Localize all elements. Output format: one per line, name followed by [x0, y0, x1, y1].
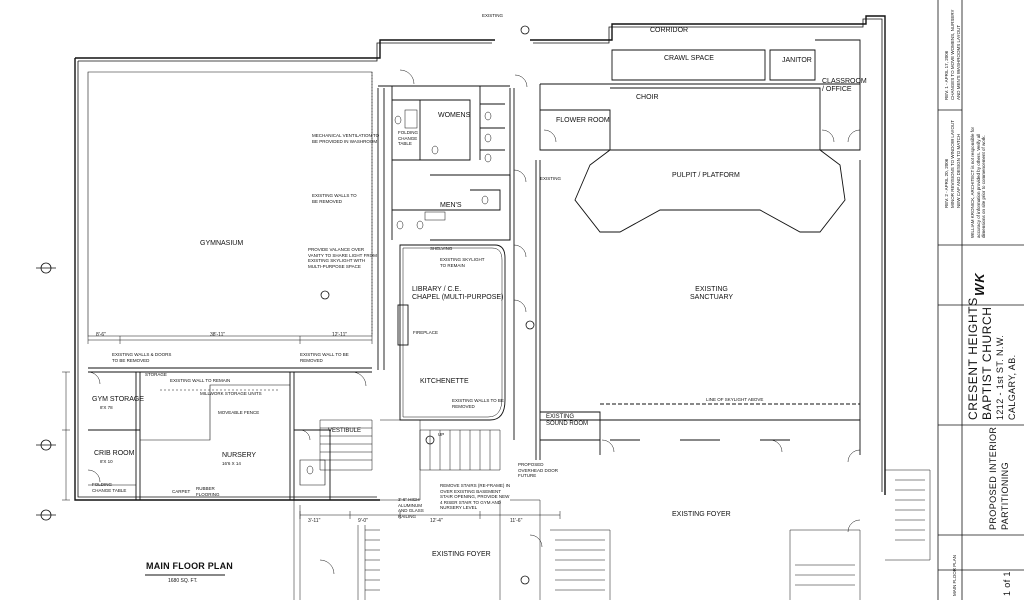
- note-mechanical: MECHANICAL VENTILATION TO BE PROVIDED IN…: [312, 133, 380, 144]
- room-crib-room-size: 8'X 10: [100, 459, 113, 464]
- note-millwork: MILLWORK STORAGE UNITS: [200, 391, 262, 396]
- dimension-4: 3'-11": [308, 518, 321, 524]
- room-gym-storage-size: 8'X 78: [100, 405, 113, 410]
- note-walls-removed: EXISTING WALLS TO BE REMOVED: [312, 193, 357, 204]
- dimension-1: 8'-6": [96, 332, 106, 338]
- fixtures: [306, 109, 492, 475]
- room-womens: WOMENS: [438, 112, 471, 119]
- sheet-number: 1 of 1: [1002, 571, 1012, 596]
- note-skylight: EXISTING SKYLIGHT TO REMAIN: [440, 257, 485, 268]
- section-markers: [36, 25, 535, 585]
- note-up: UP: [438, 432, 445, 437]
- room-janitor: JANITOR: [782, 57, 812, 64]
- note-storage: STORAGE: [145, 372, 167, 377]
- room-nursery: NURSERY: [222, 452, 257, 459]
- room-gymnasium: GYMNASIUM: [200, 240, 244, 247]
- dimension-3: 12'-11": [332, 332, 348, 338]
- dimension-6: 12'-4": [430, 518, 443, 524]
- lower-rooms: [88, 367, 372, 500]
- room-kitchenette: KITCHENETTE: [420, 378, 469, 385]
- note-carpet: CARPET: [172, 489, 191, 494]
- drawing-title: MAIN FLOOR PLAN: [952, 554, 957, 596]
- sanctuary-walls: [535, 39, 861, 460]
- project-address-1: 1212 - 1st ST. N.W.: [995, 334, 1005, 420]
- note-rubber-flooring: RUBBER FLOORING: [196, 486, 220, 497]
- room-nursery-size: 16'6 X 14: [222, 461, 241, 466]
- room-pulpit-platform: PULPIT / PLATFORM: [672, 172, 740, 179]
- room-vestibule: VESTIBULE: [328, 428, 362, 434]
- note-walls-doors-removed: EXISTING WALLS & DOORS TO BE REMOVED: [112, 352, 172, 363]
- dimension-2: 38'-11": [210, 332, 226, 338]
- dimension-7: 11'-6": [510, 518, 523, 524]
- title-block: REV. 1 - APRIL 17, 2006 CHANGES TO MOVE …: [938, 0, 1024, 600]
- sheet-title-2: PARTITIONING: [1000, 462, 1010, 530]
- library-room: [397, 244, 506, 421]
- room-existing-sound-room: EXISTING SOUND ROOM: [546, 414, 588, 427]
- sheet-title-1: PROPOSED INTERIOR: [988, 426, 998, 530]
- revision-2-note: MINOR REVISIONS TO WINDOW LAYOUT NEW CAP…: [950, 119, 961, 208]
- stairs: [293, 419, 931, 600]
- room-corridor: CORRIDOR: [650, 27, 689, 34]
- note-skylight-line: LINE OF SKYLIGHT ABOVE: [706, 397, 764, 402]
- room-choir: CHOIR: [636, 94, 659, 101]
- room-flower-room: FLOWER ROOM: [556, 117, 610, 124]
- room-gym-storage: GYM STORAGE: [92, 396, 144, 403]
- revision-2: REV. 2 - APRIL 20, 2006: [944, 158, 949, 208]
- note-valance: PROVIDE VALANCE OVER VANITY TO SHARE LIG…: [308, 247, 377, 269]
- room-mens: MEN'S: [440, 202, 462, 209]
- note-folding-change-table: FOLDING CHANGE TABLE: [398, 130, 419, 146]
- label-fireplace: FIREPLACE: [413, 330, 439, 335]
- note-wall-remain: EXISTING WALL TO REMAIN: [170, 378, 231, 383]
- note-walls-removed-2: EXISTING WALLS TO BE REMOVED: [452, 398, 504, 409]
- door-swings: [87, 69, 861, 575]
- room-crawl-space: CRAWL SPACE: [664, 55, 714, 62]
- gym-area: [87, 71, 373, 337]
- note-wall-to-be-removed: EXISTING WALL TO BE REMOVED: [300, 352, 349, 363]
- project-name-1: CRESENT HEIGHTS: [966, 297, 980, 420]
- room-library: LIBRARY / C.E. CHAPEL (MULTI-PURPOSE): [412, 286, 504, 301]
- washroom-walls: [377, 85, 515, 440]
- room-existing-sanctuary: EXISTING SANCTUARY: [690, 286, 734, 301]
- revision-1-note: CHANGES TO MOVE WOMENS, NURSERY AND MEN'…: [950, 9, 961, 100]
- note-existing-right: EXISTING: [540, 176, 562, 181]
- dimension-lines: [62, 72, 561, 519]
- plan-area: 1680 SQ. FT.: [168, 578, 198, 584]
- title-block-frame: [937, 0, 1024, 600]
- firm-note: WILLIAM KRONICK, ARCHITECT is not respon…: [970, 127, 986, 238]
- dimension-5: 9'-0": [358, 518, 368, 524]
- room-existing-foyer-right: EXISTING FOYER: [672, 511, 731, 518]
- note-stairs: REMOVE STAIRS (RE-FRAME) IN OVER EXISTIN…: [440, 483, 511, 510]
- room-existing-foyer-bottom: EXISTING FOYER: [432, 551, 491, 558]
- exterior-walls: [74, 15, 886, 501]
- room-classroom-office: CLASSROOM / OFFICE: [822, 78, 867, 93]
- project-address-2: CALGARY, AB.: [1007, 354, 1017, 420]
- plan-title: MAIN FLOOR PLAN: [146, 561, 233, 571]
- room-crib-room: CRIB ROOM: [94, 450, 135, 457]
- note-folding-change-table-2: FOLDING CHANGE TABLE: [92, 482, 127, 493]
- firm-logo: WK: [972, 272, 987, 296]
- revision-1: REV. 1 - APRIL 17, 2006: [944, 50, 949, 100]
- note-movable-fence: MOVEABLE FENCE: [218, 410, 260, 415]
- note-railing: 3'-6" HIGH ALUMINUM AND GLASS RAILING: [398, 497, 424, 519]
- project-name-2: BAPTIST CHURCH: [980, 306, 994, 420]
- note-existing-top: EXISTING: [482, 13, 504, 18]
- note-overhead-door: PROPOSED OVERHEAD DOOR FUTURE: [518, 462, 559, 478]
- note-shelving: SHELVING: [430, 246, 453, 251]
